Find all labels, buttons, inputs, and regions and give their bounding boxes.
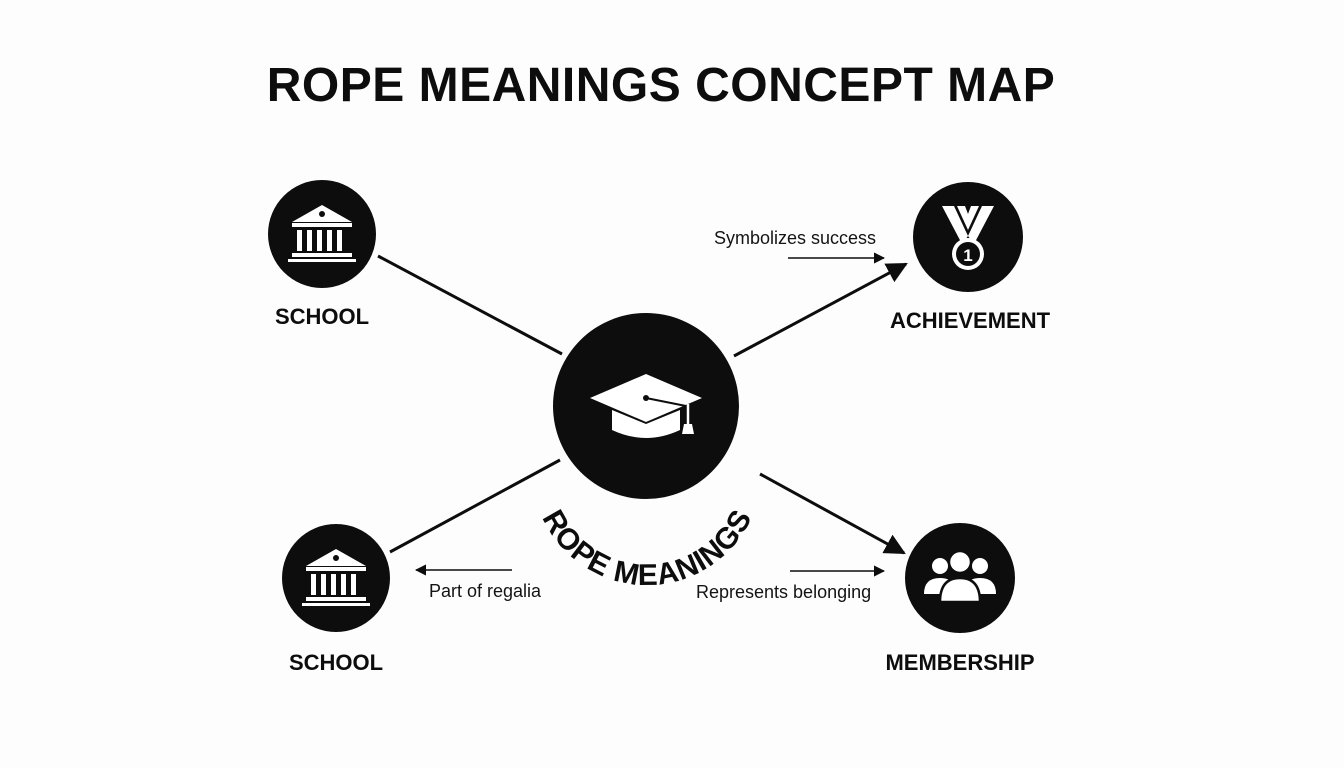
node-membership — [905, 523, 1015, 633]
node-label-achievement: ACHIEVEMENT — [889, 308, 1051, 333]
people-group-icon — [924, 549, 996, 604]
edge-line-membership — [759, 472, 906, 555]
medal-icon: 1 — [942, 206, 994, 270]
edge-line-school-bottom — [389, 458, 561, 554]
central-node-label: ROPE MEANINGS — [536, 505, 759, 592]
node-label-school-top: SCHOOL — [274, 304, 370, 329]
node-school-bottom — [282, 524, 390, 632]
node-label-school-bottom: SCHOOL — [288, 650, 384, 675]
edge-line-school-top — [377, 254, 563, 356]
central-node: ROPE MEANINGS — [536, 313, 759, 592]
edge-label-membership: Represents belonging — [696, 582, 872, 602]
svg-text:1: 1 — [963, 246, 972, 265]
institution-building-icon — [288, 205, 356, 262]
edge-line-achievement — [733, 262, 908, 358]
institution-building-icon — [302, 549, 370, 606]
edge-label-school-bottom: Part of regalia — [429, 581, 542, 601]
page-title: ROPE MEANINGS CONCEPT MAP — [266, 59, 1056, 112]
node-label-membership: MEMBERSHIP — [885, 650, 1035, 675]
graduation-cap-icon — [590, 374, 702, 438]
edge-label-achievement: Symbolizes success — [714, 228, 877, 248]
node-achievement: 1 — [913, 182, 1023, 292]
node-school-top — [268, 180, 376, 288]
